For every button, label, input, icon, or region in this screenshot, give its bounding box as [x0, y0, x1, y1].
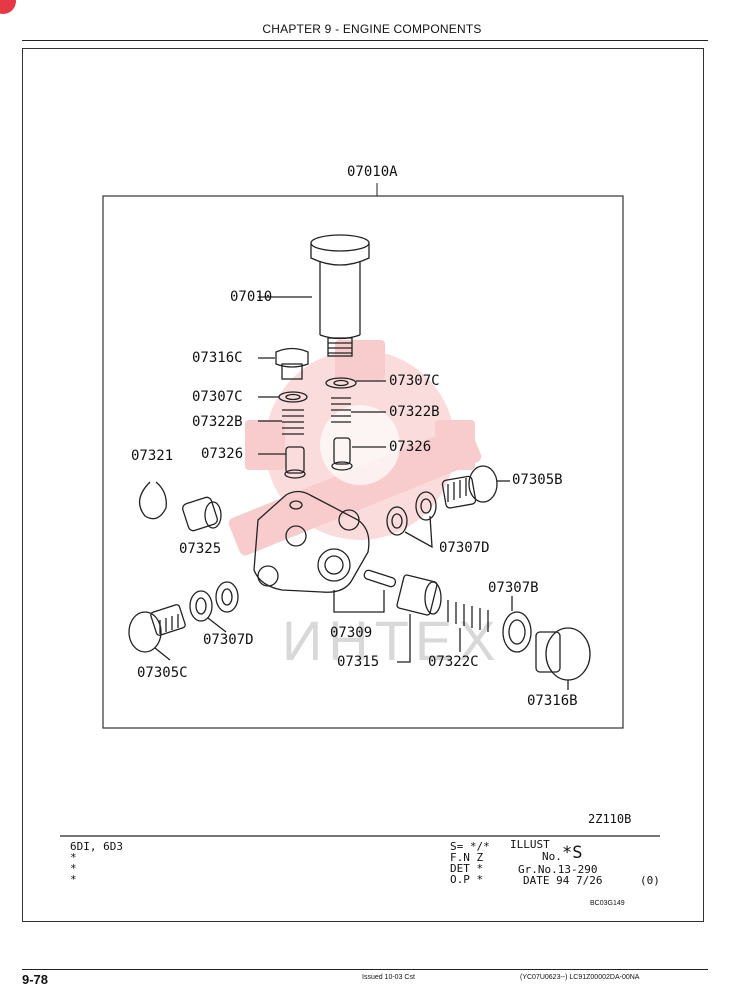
label-07322C: 07322C [428, 654, 479, 670]
label-07322B-left: 07322B [192, 414, 243, 430]
no-label: No. [542, 850, 562, 863]
models-text: 6DI, 6D3 [70, 840, 123, 853]
label-07326-right: 07326 [389, 439, 432, 455]
code-fnz: F.N Z [450, 851, 484, 864]
label-07326-left: 07326 [201, 446, 244, 462]
label-07316B: 07316B [527, 693, 578, 709]
label-07305B: 07305B [512, 472, 563, 488]
label-07305C: 07305C [137, 665, 188, 681]
date-suffix: (0) [640, 874, 660, 887]
code-s: S= */* [450, 840, 490, 853]
assembly-label: 07010A [347, 164, 398, 180]
label-07315: 07315 [337, 654, 380, 670]
label-07010: 07010 [230, 289, 273, 305]
left-mark-1: * [70, 851, 77, 864]
header-rule [22, 40, 708, 41]
page-header-title: CHAPTER 9 - ENGINE COMPONENTS [262, 22, 482, 36]
left-mark-2: * [70, 862, 77, 875]
publication-code: (YC07U0623--) LC91Z00002DA-00NA [520, 974, 640, 981]
label-07322B-right: 07322B [389, 404, 440, 420]
label-07321: 07321 [131, 448, 174, 464]
page-number: 9-78 [22, 972, 49, 987]
code-op: O.P * [450, 873, 484, 886]
label-07307C-right: 07307C [389, 373, 440, 389]
label-07325: 07325 [179, 541, 222, 557]
label-07307C-left: 07307C [192, 389, 243, 405]
footer-rule [22, 969, 708, 970]
label-07307B: 07307B [488, 580, 539, 596]
label-07307D-right: 07307D [439, 540, 490, 556]
label-07307D-left: 07307D [203, 632, 254, 648]
no-value: *S [562, 843, 583, 863]
illust-label: ILLUST [510, 838, 550, 851]
label-07309: 07309 [330, 625, 373, 641]
gr-no: Gr.No.13-290 [518, 863, 598, 876]
label-07316C: 07316C [192, 350, 243, 366]
doc-code: BC03G149 [590, 900, 625, 907]
code-det: DET * [450, 862, 484, 875]
drawing-frame [22, 48, 704, 922]
figure-code: 2Z110B [588, 812, 632, 826]
left-mark-3: * [70, 873, 77, 886]
date-text: DATE 94 7/26 [523, 874, 603, 887]
watermark-gear-icon [228, 340, 482, 556]
issued-text: Issued 10-03 Cst [362, 974, 415, 981]
